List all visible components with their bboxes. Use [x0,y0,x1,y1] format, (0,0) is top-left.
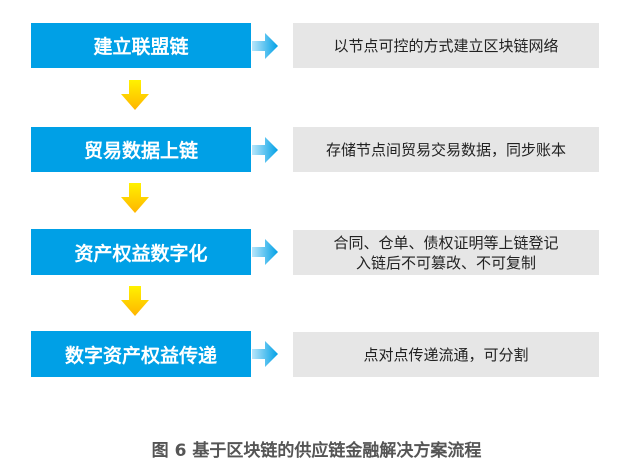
step-2-description: 存储节点间贸易交易数据，同步账本 [293,127,599,172]
description-line: 存储节点间贸易交易数据，同步账本 [325,140,566,159]
step-1-box: 建立联盟链 [31,23,251,68]
step-3-description: 合同、仓单、债权证明等上链登记入链后不可篡改、不可复制 [293,230,599,275]
description-line: 点对点传递流通，可分割 [363,345,529,364]
step-4-description: 点对点传递流通，可分割 [293,332,599,377]
right-arrow-icon [252,341,278,367]
down-arrow-icon [121,286,149,316]
step-3-box: 资产权益数字化 [31,229,251,275]
step-label: 资产权益数字化 [74,242,208,265]
step-label: 贸易数据上链 [83,140,198,162]
step-4-box: 数字资产权益传递 [31,331,251,377]
right-arrow-icon [252,239,278,265]
figure-caption: 图 6 基于区块链的供应链金融解决方案流程 [151,441,482,461]
description-line: 合同、仓单、债权证明等上链登记 [333,233,559,252]
description-line: 以节点可控的方式建立区块链网络 [333,36,559,55]
right-arrow-icon [252,33,278,59]
step-label: 建立联盟链 [93,36,189,58]
step-label: 数字资产权益传递 [64,344,217,367]
step-1-description: 以节点可控的方式建立区块链网络 [293,23,599,68]
right-arrow-icon [252,137,278,163]
down-arrow-icon [121,80,149,110]
description-line: 入链后不可篡改、不可复制 [355,253,536,272]
down-arrow-icon [121,183,149,213]
step-2-box: 贸易数据上链 [31,127,251,172]
